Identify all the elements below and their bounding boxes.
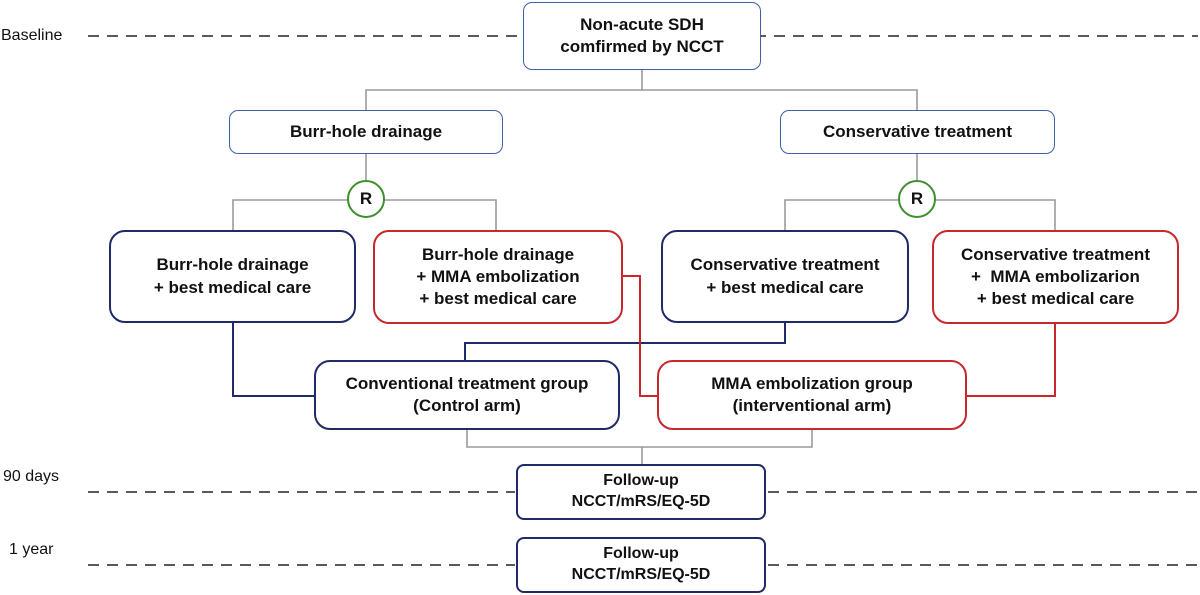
control-group-line-1: Conventional treatment group — [345, 373, 589, 393]
conservative-mma-line-1: Conservative treatment — [961, 244, 1150, 264]
mma-group-line-1: MMA embolization group — [711, 373, 913, 393]
start-node-line-1: Non-acute SDH — [580, 14, 704, 34]
start-node-line-2: comfirmed by NCCT — [560, 37, 724, 56]
control-group-line-2: (Control arm) — [413, 396, 521, 415]
conservative-mma-line-2: + MMA embolizarion — [971, 266, 1140, 286]
mma-group-line-2: (interventional arm) — [732, 396, 892, 415]
followup-90-days-line-2: NCCT/mRS/EQ-5D — [571, 493, 711, 510]
connector-cons-bmc-to-control — [464, 323, 786, 360]
randomization-left-label: R — [359, 189, 373, 208]
conservative-treatment-label: Conservative treatment — [823, 121, 1012, 141]
burr-hole-mma-node: Burr-hole drainage + MMA embolization + … — [373, 230, 623, 324]
followup-1-year-line-1: Follow-up — [603, 545, 679, 563]
followup-90-days-line-1: Follow-up — [603, 472, 679, 490]
conservative-treatment-node: Conservative treatment — [780, 110, 1055, 154]
randomization-left-icon: R — [347, 180, 385, 218]
connector-groups-merge — [466, 430, 813, 448]
burr-hole-bmc-line-1: Burr-hole drainage — [156, 255, 309, 275]
conservative-bmc-node: Conservative treatment + best medical ca… — [661, 230, 909, 323]
connector-burr-mma-to-mma-group — [623, 275, 657, 397]
connector-burr-bmc-to-control — [232, 323, 314, 397]
mma-group-node: MMA embolization group (interventional a… — [657, 360, 967, 430]
randomization-right-label: R — [910, 189, 924, 208]
followup-1-year-node: Follow-up NCCT/mRS/EQ-5D — [516, 537, 766, 593]
connector-cons-mma-to-mma-group — [967, 324, 1056, 397]
followup-1-year-line-2: NCCT/mRS/EQ-5D — [571, 566, 711, 583]
timeline-label-baseline: Baseline — [1, 27, 63, 44]
burr-hole-mma-line-2: + MMA embolization — [416, 266, 580, 286]
conservative-mma-line-3: + best medical care — [976, 289, 1135, 309]
conservative-bmc-line-1: Conservative treatment — [690, 255, 880, 275]
followup-90-days-node: Follow-up NCCT/mRS/EQ-5D — [516, 464, 766, 520]
timeline-label-90-days: 90 days — [3, 468, 60, 485]
burr-hole-drainage-label: Burr-hole drainage — [289, 121, 443, 141]
burr-hole-mma-line-3: + best medical care — [419, 289, 577, 309]
connector-treatment-split — [365, 89, 918, 110]
burr-hole-drainage-node: Burr-hole drainage — [229, 110, 503, 154]
conservative-mma-node: Conservative treatment + MMA embolizario… — [932, 230, 1179, 324]
burr-hole-bmc-node: Burr-hole drainage + best medical care — [109, 230, 356, 323]
conservative-bmc-line-2: + best medical care — [706, 277, 864, 297]
burr-hole-bmc-line-2: + best medical care — [153, 277, 312, 297]
control-group-node: Conventional treatment group (Control ar… — [314, 360, 620, 430]
start-node-sdh: Non-acute SDH comfirmed by NCCT — [523, 2, 761, 70]
randomization-right-icon: R — [898, 180, 936, 218]
timeline-label-1-year: 1 year — [9, 541, 54, 558]
burr-hole-mma-line-1: Burr-hole drainage — [421, 244, 575, 264]
